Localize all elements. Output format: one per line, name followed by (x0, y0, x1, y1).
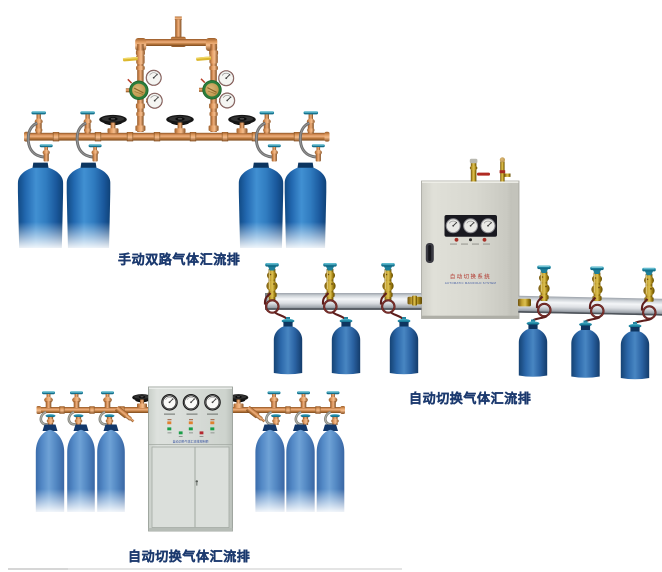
svg-text:自动切换气体汇流排控制柜: 自动切换气体汇流排控制柜 (172, 439, 208, 444)
svg-text:自动切换系统: 自动切换系统 (450, 272, 491, 280)
svg-text:AUTOMATIC MANIFOLD SYSTEM: AUTOMATIC MANIFOLD SYSTEM (445, 281, 497, 285)
